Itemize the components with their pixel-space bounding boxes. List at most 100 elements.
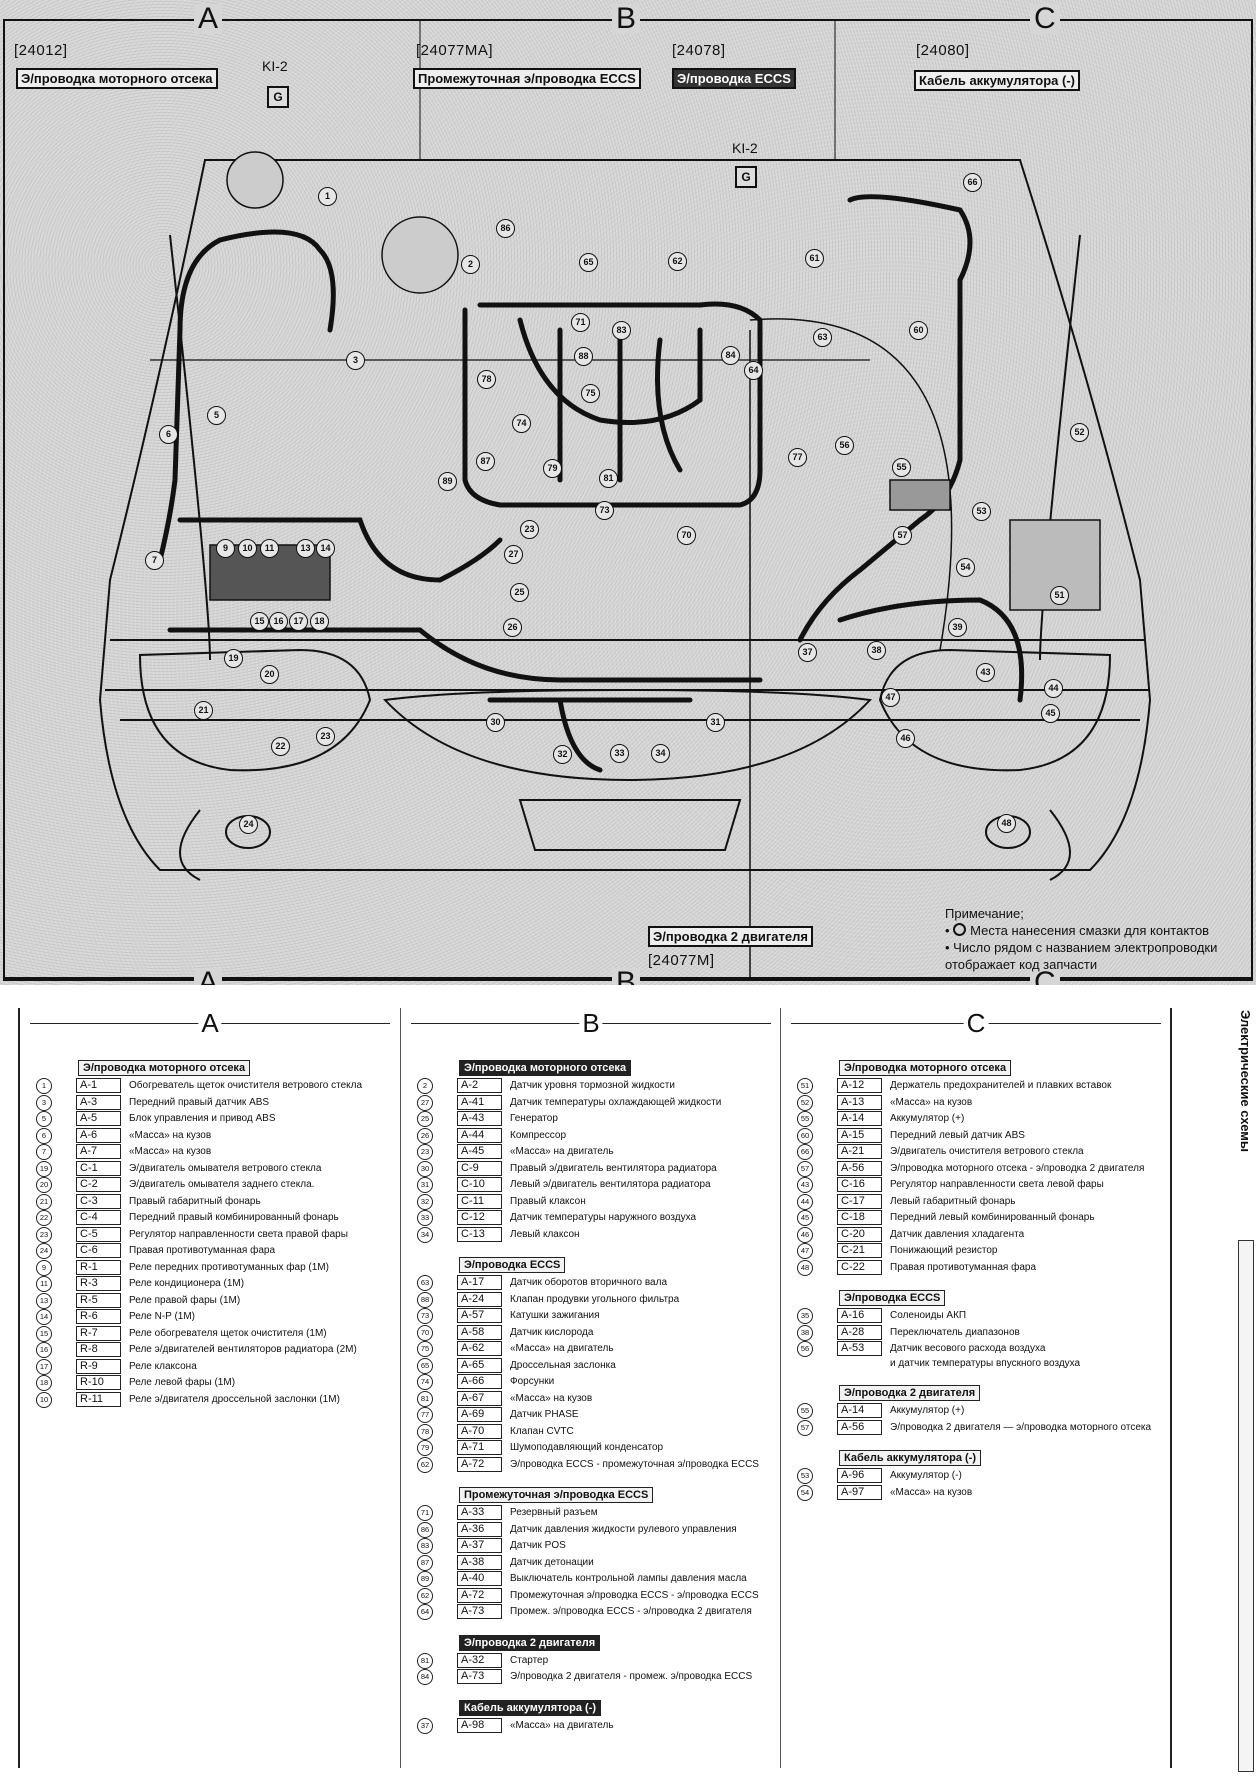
callout-number: 53 [972,502,991,521]
callout-number: 24 [36,1243,52,1259]
connector-description: Датчик кислорода [510,1326,594,1338]
connector-code: A-70 [457,1423,502,1439]
connector-description: Катушки зажигания [510,1310,600,1321]
callout-number: 54 [956,558,975,577]
connector-description: Соленоиды АКП [890,1310,967,1321]
harness-code: [24078] [672,42,726,59]
connector-description: «Масса» на двигатель [510,1146,614,1157]
connector-code: A-5 [76,1111,121,1126]
callout-number: 37 [417,1717,433,1734]
callout-number: 6 [36,1127,52,1144]
callout-number: 3 [36,1094,52,1111]
callout-number: 61 [805,249,824,268]
connector-code: R-11 [76,1391,121,1407]
connector-code: C-17 [837,1193,882,1209]
callout-number: 30 [486,713,505,732]
connector-description: Блок управления и привод ABS [129,1113,276,1124]
side-tab-bar [1238,1240,1254,1772]
callout-number: 7 [36,1144,52,1160]
connector-code: R-7 [76,1325,121,1341]
callout-number: 44 [797,1193,813,1210]
grease-point-icon [953,923,967,936]
callout-number: 66 [797,1144,813,1160]
callout-number: 1 [36,1078,52,1094]
callout-number: 27 [417,1094,433,1111]
ground-ref-label: KI-2 [732,140,758,156]
legend-section-title: Э/проводка моторного отсека [459,1060,632,1076]
connector-code: C-3 [76,1193,121,1209]
callout-number: 31 [706,713,725,732]
callout-number: 84 [417,1669,433,1685]
connector-code: A-57 [457,1308,502,1323]
harness-code: [24077M] [648,952,715,969]
callout-number: 18 [36,1375,52,1391]
connector-description: Реле кондиционера (1M) [129,1278,245,1289]
legend-section-title: Э/проводка ECCS [459,1257,566,1273]
connector-description: Реле правой фары (1M) [129,1294,241,1306]
connector-description: «Масса» на двигатель [510,1343,614,1354]
callout-number: 78 [477,370,496,389]
connector-description: Правая противотуманная фара [129,1245,276,1256]
connector-description: Правый э/двигатель вентилятора радиатора [510,1162,717,1174]
callout-number: 45 [1041,704,1060,723]
callout-number: 78 [417,1423,433,1440]
connector-code: A-2 [457,1078,502,1093]
callout-number: 57 [797,1419,813,1436]
connector-code: A-36 [457,1521,502,1537]
callout-number: 73 [595,501,614,520]
connector-code: R-3 [76,1276,121,1291]
callout-number: 32 [417,1193,433,1210]
callout-number: 86 [417,1521,433,1538]
connector-description: Э/проводка 2 двигателя — э/проводка мото… [890,1421,1152,1433]
connector-code: A-14 [837,1403,882,1418]
callout-number: 10 [238,539,257,558]
connector-code: A-16 [837,1308,882,1323]
connector-description: Шумоподавляющий конденсатор [510,1442,664,1453]
connector-description: Регулятор направленности света левой фар… [890,1179,1104,1190]
legend-column-header: B [401,1008,781,1038]
connector-description: Датчик PHASE [510,1409,579,1420]
legend-section-title: Кабель аккумулятора (-) [459,1699,601,1716]
callout-number: 74 [417,1374,433,1390]
connector-code: C-4 [76,1210,121,1225]
callout-number: 47 [881,688,900,707]
connector-description: Э/двигатель омывателя заднего стекла. [129,1179,315,1190]
connector-code: A-65 [457,1357,502,1373]
connector-code: A-37 [457,1538,502,1553]
connector-description: Реле э/двигателей вентиляторов радиатора… [129,1344,357,1355]
callout-number: 21 [36,1193,52,1210]
connector-code: A-62 [457,1341,502,1356]
connector-code: A-33 [457,1505,502,1520]
callout-number: 55 [892,458,911,477]
callout-number: 89 [417,1571,433,1587]
connector-description: «Масса» на кузов [890,1096,973,1108]
callout-number: 32 [553,745,572,764]
harness-code: [24012] [14,42,68,59]
connector-description: Регулятор направленности света правой фа… [129,1228,348,1240]
column-letter-a-bottom: A [194,968,223,985]
callout-number: 48 [997,814,1016,833]
connector-code: R-6 [76,1309,121,1324]
connector-description: Реле N-P (1M) [129,1311,196,1322]
